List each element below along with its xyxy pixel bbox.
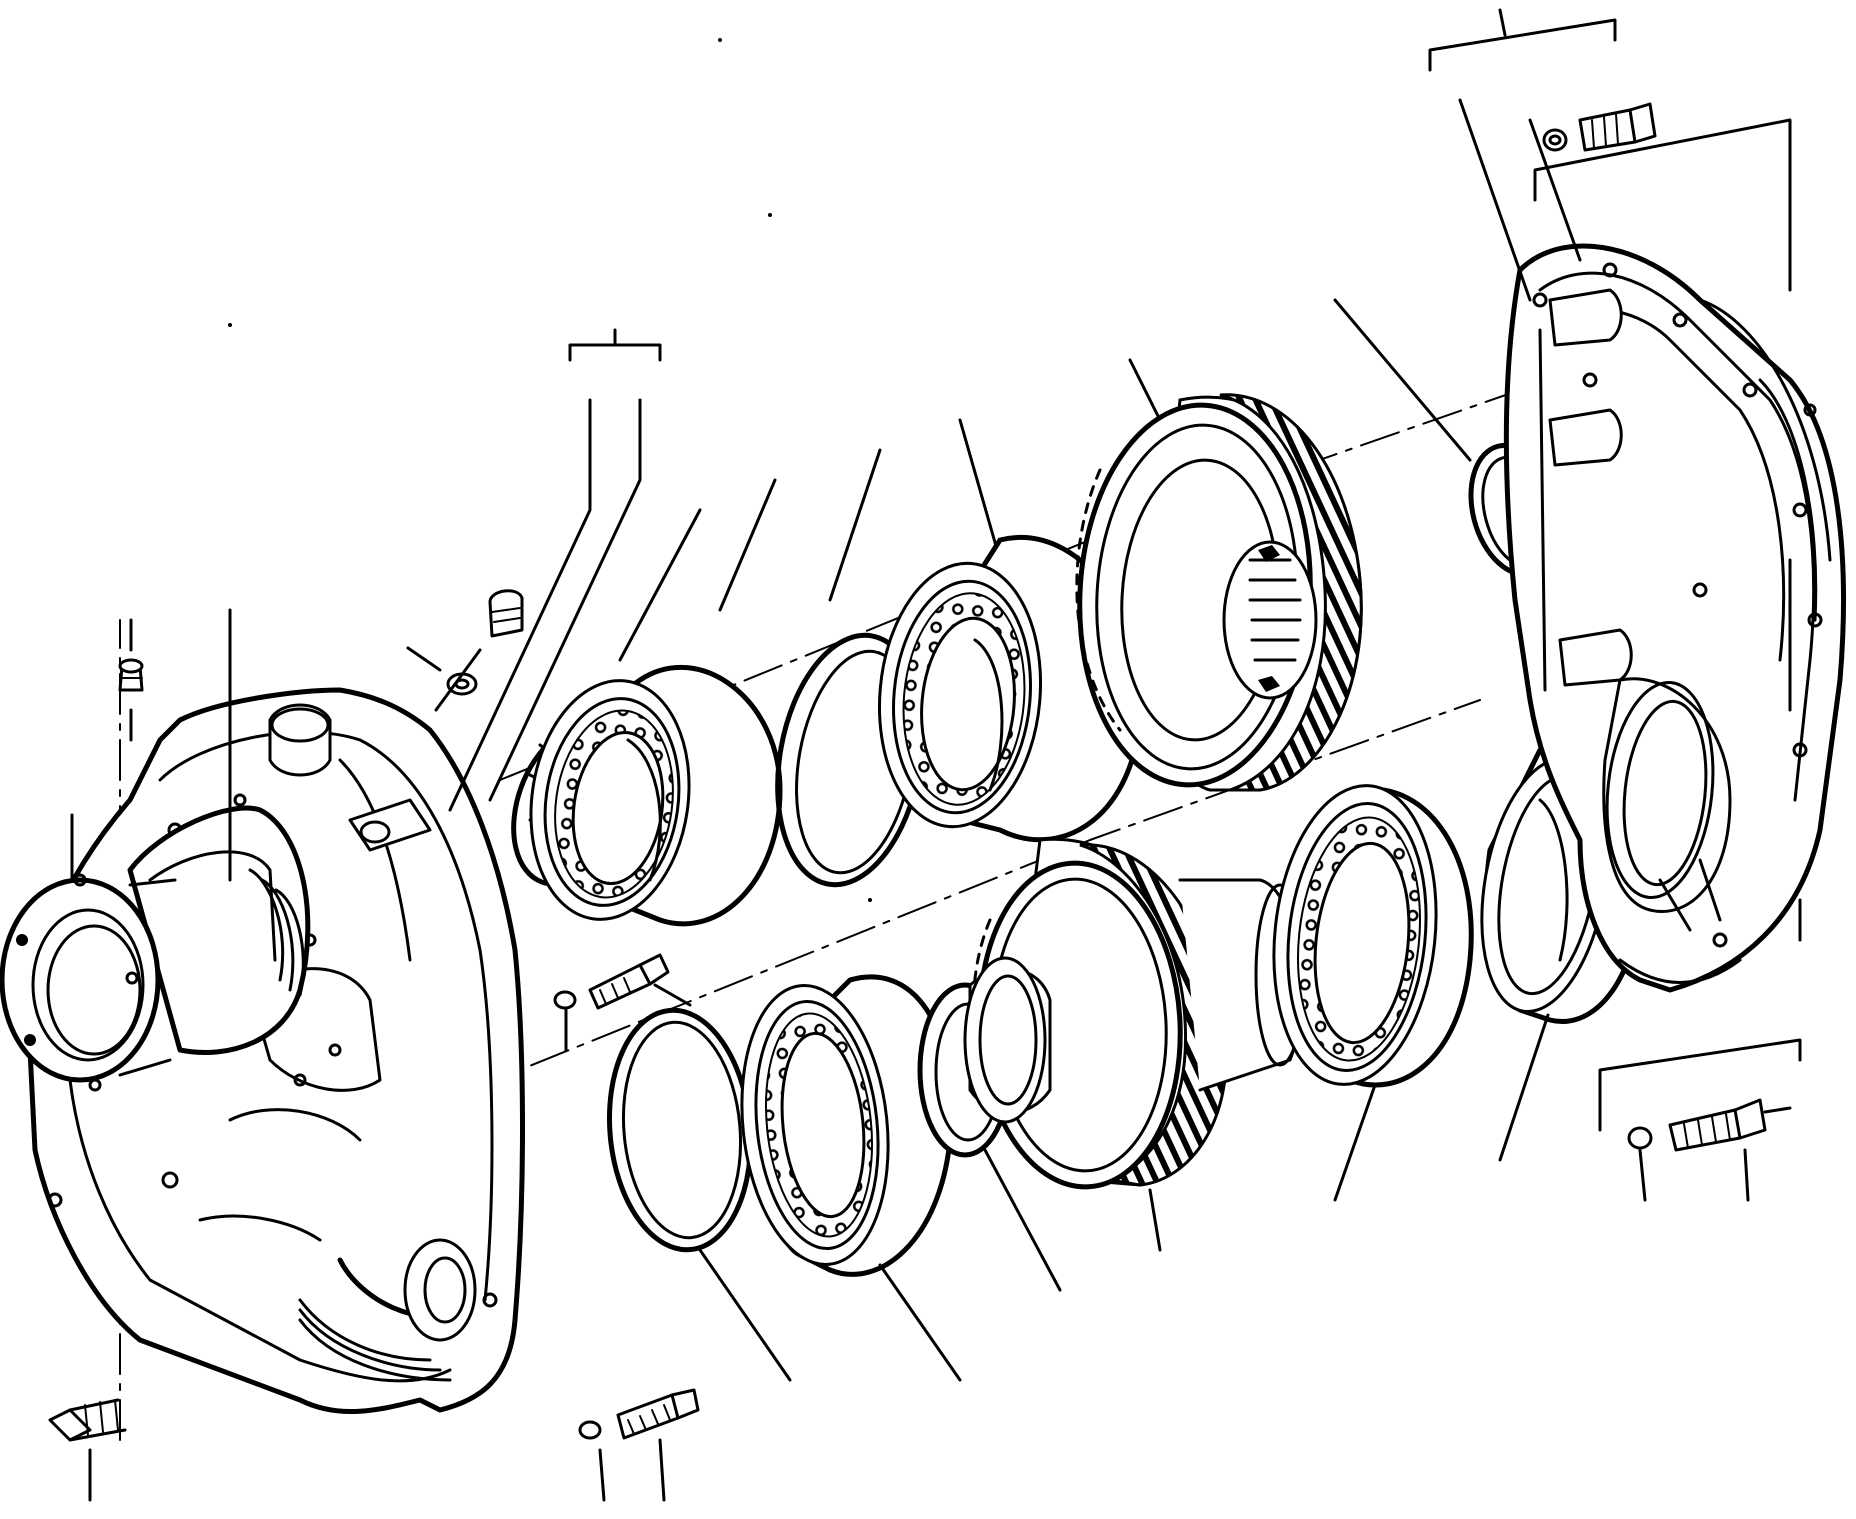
upper-bearing-2	[877, 535, 1144, 843]
right-cover-bolts	[1428, 8, 1802, 1202]
print-specks	[228, 38, 872, 902]
upper-gear	[1075, 393, 1363, 792]
lower-bearing-1	[740, 974, 962, 1382]
upper-bearing-1	[529, 664, 783, 927]
lower-gear	[963, 837, 1306, 1252]
left-housing-bolts	[48, 589, 700, 1502]
left-output-flange	[0, 805, 311, 1092]
right-gear-cover	[1503, 243, 1846, 993]
lower-bearing-2	[1272, 784, 1474, 1202]
upper-shaft-parts	[448, 298, 1472, 927]
